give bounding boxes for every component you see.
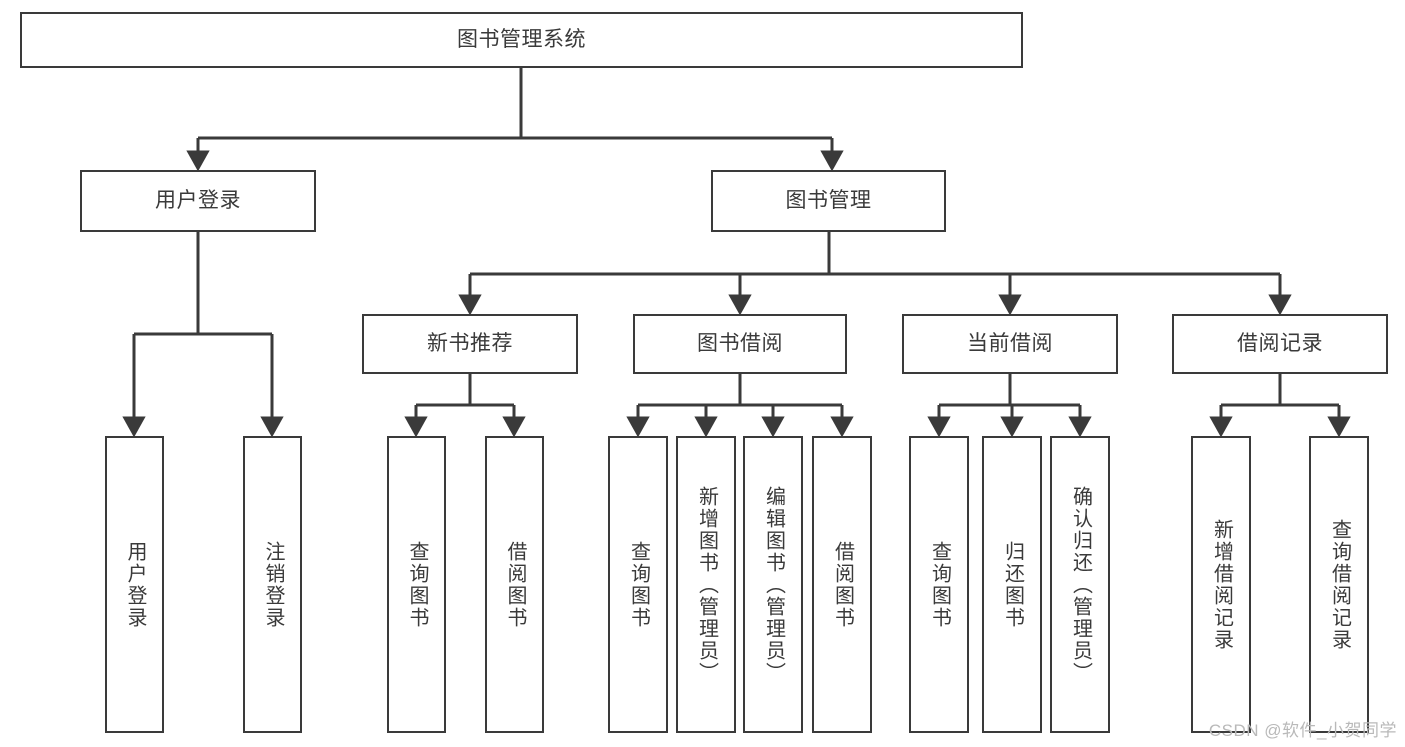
node-leaf-borrow-book-recommend[interactable]: 借阅图书 — [485, 436, 544, 733]
node-leaf-add-book-admin[interactable]: 新增图书（管理员） — [676, 436, 736, 733]
node-new-book-recommend[interactable]: 新书推荐 — [362, 314, 578, 374]
node-leaf-add-book-admin-label: 新增图书（管理员） — [695, 485, 718, 684]
edge-borrowrecord-to-leaves — [1209, 374, 1351, 438]
node-leaf-logout-login-label: 注销登录 — [262, 540, 284, 629]
node-leaf-query-borrow-record-label: 查询借阅记录 — [1328, 518, 1351, 651]
node-leaf-edit-book-admin-label: 编辑图书（管理员） — [762, 485, 785, 684]
node-root-system-label: 图书管理系统 — [457, 28, 586, 52]
node-borrow-record[interactable]: 借阅记录 — [1172, 314, 1388, 374]
node-leaf-query-book-current-label: 查询图书 — [928, 540, 951, 629]
edge-root-to-level2 — [186, 68, 844, 172]
node-current-borrow-label: 当前借阅 — [967, 332, 1053, 356]
node-leaf-confirm-return-admin[interactable]: 确认归还（管理员） — [1050, 436, 1110, 733]
node-current-borrow[interactable]: 当前借阅 — [902, 314, 1118, 374]
node-leaf-user-login[interactable]: 用户登录 — [105, 436, 164, 733]
edge-bookmgmt-to-level3 — [458, 232, 1292, 316]
node-leaf-return-book[interactable]: 归还图书 — [982, 436, 1042, 733]
node-root-system[interactable]: 图书管理系统 — [20, 12, 1023, 68]
node-borrow-record-label: 借阅记录 — [1237, 332, 1323, 356]
node-leaf-query-book-current[interactable]: 查询图书 — [909, 436, 969, 733]
node-book-borrow-label: 图书借阅 — [697, 332, 783, 356]
edge-newbook-to-leaves — [404, 374, 526, 438]
node-leaf-query-book-recommend-label: 查询图书 — [406, 540, 428, 629]
node-user-login[interactable]: 用户登录 — [80, 170, 316, 232]
node-leaf-return-book-label: 归还图书 — [1001, 540, 1024, 629]
node-leaf-query-book-borrow-label: 查询图书 — [627, 540, 650, 629]
edge-currentborrow-to-leaves — [927, 374, 1092, 438]
node-user-login-label: 用户登录 — [155, 189, 241, 213]
node-leaf-borrow-book[interactable]: 借阅图书 — [812, 436, 872, 733]
node-leaf-query-book-borrow[interactable]: 查询图书 — [608, 436, 668, 733]
node-leaf-confirm-return-admin-label: 确认归还（管理员） — [1069, 485, 1092, 684]
node-leaf-borrow-book-label: 借阅图书 — [831, 540, 854, 629]
node-leaf-user-login-label: 用户登录 — [124, 540, 146, 629]
edge-userlogin-to-leaves — [122, 232, 284, 438]
node-leaf-add-borrow-record[interactable]: 新增借阅记录 — [1191, 436, 1251, 733]
node-leaf-query-book-recommend[interactable]: 查询图书 — [387, 436, 446, 733]
edge-borrowbook-to-leaves — [626, 374, 854, 438]
node-leaf-borrow-book-recommend-label: 借阅图书 — [504, 540, 526, 629]
node-leaf-add-borrow-record-label: 新增借阅记录 — [1210, 518, 1233, 651]
node-leaf-edit-book-admin[interactable]: 编辑图书（管理员） — [743, 436, 803, 733]
node-leaf-logout-login[interactable]: 注销登录 — [243, 436, 302, 733]
csdn-watermark: CSDN @软件_小贺同学 — [1208, 721, 1397, 740]
node-new-book-recommend-label: 新书推荐 — [427, 332, 513, 356]
node-book-management[interactable]: 图书管理 — [711, 170, 946, 232]
node-leaf-query-borrow-record[interactable]: 查询借阅记录 — [1309, 436, 1369, 733]
node-book-borrow[interactable]: 图书借阅 — [633, 314, 847, 374]
node-book-management-label: 图书管理 — [785, 189, 872, 213]
